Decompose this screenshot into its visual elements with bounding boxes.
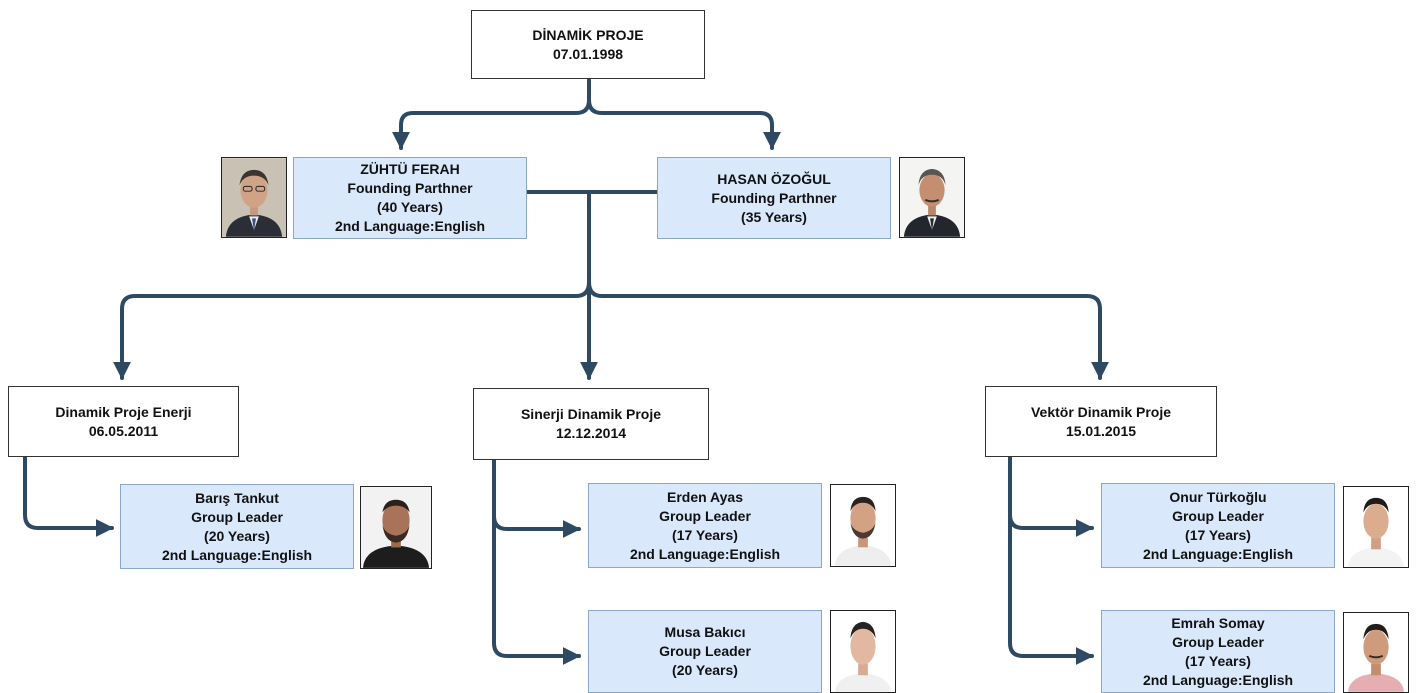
leader-language: 2nd Language:English	[1142, 671, 1294, 688]
company-name: Vektör Dinamik Proje	[1030, 403, 1172, 420]
partner-role: Founding Parthner	[711, 189, 837, 206]
hasan-ozogul-photo	[899, 157, 965, 238]
leader-role: Group Leader	[659, 643, 751, 659]
company-energy-node: Dinamik Proje Enerji 06.05.2011	[8, 386, 239, 457]
root-node: DİNAMİK PROJE 07.01.1998	[471, 10, 705, 79]
hasan-ozogul-node: HASAN ÖZOĞUL Founding Parthner (35 Years…	[657, 157, 891, 239]
emrah-somay-photo	[1343, 612, 1409, 693]
company-vektor-node: Vektör Dinamik Proje 15.01.2015	[985, 386, 1217, 457]
leader-language: 2nd Language:English	[1142, 545, 1294, 562]
connector-to-energy	[113, 280, 591, 380]
baris-tankut-photo	[360, 486, 432, 569]
leader-years: (20 Years)	[672, 662, 738, 678]
connector-vektor-to-emrah	[1008, 513, 1094, 665]
leader-name: Erden Ayas	[667, 488, 743, 505]
leader-role: Group Leader	[1172, 507, 1264, 524]
leader-years: (17 Years)	[1185, 652, 1251, 669]
partner-years: (40 Years)	[377, 199, 443, 215]
emrah-somay-node: Emrah Somay Group Leader (17 Years) 2nd …	[1101, 610, 1335, 693]
partner-name: HASAN ÖZOĞUL	[717, 170, 831, 187]
leader-name: Musa Bakıcı	[664, 624, 746, 640]
onur-turkoglu-photo	[1343, 486, 1409, 568]
partner-role: Founding Parthner	[347, 180, 473, 196]
company-name: Sinerji Dinamik Proje	[520, 406, 662, 422]
partner-years: (35 Years)	[741, 208, 807, 225]
company-date: 15.01.2015	[1065, 422, 1137, 439]
connector-sinerji-to-musa	[492, 514, 581, 665]
connector-vektor-to-onur	[1008, 455, 1094, 537]
leader-years: (20 Years)	[204, 527, 270, 544]
erden-ayas-photo	[830, 484, 896, 567]
connector-to-vektor	[587, 280, 1109, 380]
leader-language: 2nd Language:English	[161, 546, 313, 563]
root-date: 07.01.1998	[552, 45, 624, 62]
musa-bakici-node: Musa Bakıcı Group Leader (20 Years)	[588, 610, 822, 693]
leader-years: (17 Years)	[672, 526, 738, 543]
leader-name: Barış Tankut	[195, 489, 279, 506]
connector-root-to-zuhtu	[392, 78, 591, 150]
connector-root-to-hasan	[587, 98, 781, 150]
leader-language: 2nd Language:English	[629, 545, 781, 562]
zuhtu-ferah-node: ZÜHTÜ FERAH Founding Parthner (40 Years)…	[293, 157, 527, 239]
leader-role: Group Leader	[659, 507, 751, 524]
baris-tankut-node: Barış Tankut Group Leader (20 Years) 2nd…	[120, 484, 354, 569]
leader-name: Onur Türkoğlu	[1169, 488, 1267, 505]
root-name: DİNAMİK PROJE	[532, 26, 644, 43]
connector-sinerji-to-erden	[492, 458, 581, 538]
company-name: Dinamik Proje Enerji	[55, 403, 192, 420]
partner-name: ZÜHTÜ FERAH	[360, 161, 460, 177]
leader-name: Emrah Somay	[1171, 614, 1265, 631]
connector-energy-to-baris	[23, 455, 114, 537]
leader-role: Group Leader	[1172, 633, 1264, 650]
company-date: 06.05.2011	[88, 422, 159, 439]
company-sinerji-node: Sinerji Dinamik Proje 12.12.2014	[473, 388, 709, 460]
leader-role: Group Leader	[191, 508, 283, 525]
erden-ayas-node: Erden Ayas Group Leader (17 Years) 2nd L…	[588, 483, 822, 568]
partner-language: 2nd Language:English	[334, 218, 486, 234]
musa-bakici-photo	[830, 610, 896, 693]
onur-turkoglu-node: Onur Türkoğlu Group Leader (17 Years) 2n…	[1101, 483, 1335, 568]
leader-years: (17 Years)	[1185, 526, 1251, 543]
company-date: 12.12.2014	[555, 425, 627, 441]
zuhtu-ferah-photo	[221, 157, 287, 238]
